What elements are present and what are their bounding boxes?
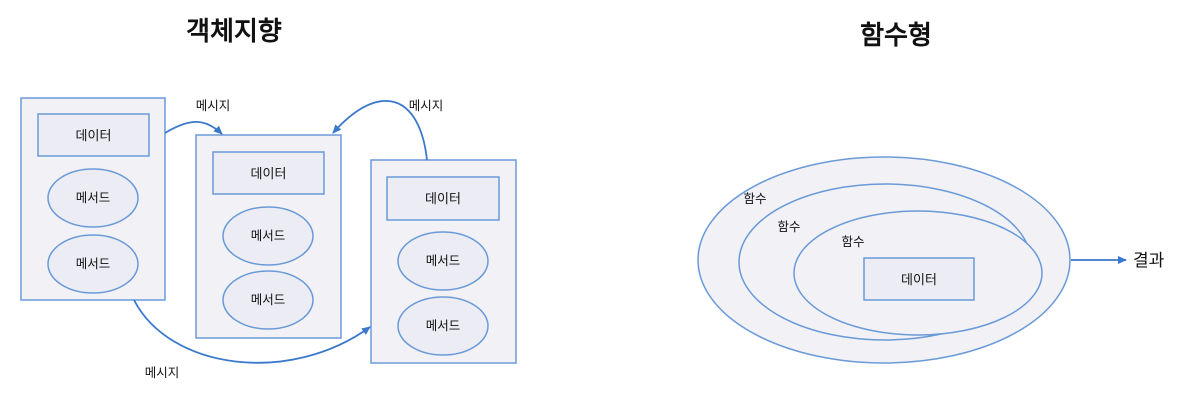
functional-title: 함수형 xyxy=(860,21,932,51)
object-box-1: 데이터 메서드 메서드 xyxy=(20,97,166,301)
message-label: 메시지 xyxy=(409,98,444,113)
message-label: 메시지 xyxy=(196,98,231,113)
function-label: 함수 xyxy=(777,219,800,234)
data-box xyxy=(386,176,500,221)
method-label: 메서드 xyxy=(426,253,461,268)
data-label: 데이터 xyxy=(251,167,287,182)
method-ellipse xyxy=(222,270,314,330)
method-label: 메서드 xyxy=(251,292,286,307)
method-ellipse xyxy=(222,206,314,266)
data-box xyxy=(863,257,975,301)
oop-title: 객체지향 xyxy=(186,17,282,47)
data-box xyxy=(212,151,325,195)
method-label: 메서드 xyxy=(76,190,111,205)
method-label: 메서드 xyxy=(251,228,286,243)
method-ellipse xyxy=(47,234,139,294)
data-box xyxy=(37,113,150,157)
data-label: 데이터 xyxy=(901,273,937,288)
method-label: 메서드 xyxy=(76,256,111,271)
message-label: 메시지 xyxy=(145,365,180,380)
result-label: 결과 xyxy=(1133,251,1165,271)
message-arrow xyxy=(133,299,371,364)
data-label: 데이터 xyxy=(425,192,461,207)
function-label: 함수 xyxy=(841,234,864,249)
object-box-3: 데이터 메서드 메서드 xyxy=(370,159,517,364)
function-rings xyxy=(697,156,1071,364)
message-arrow xyxy=(332,100,428,161)
message-arrow xyxy=(164,121,223,135)
data-label: 데이터 xyxy=(76,129,112,144)
method-label: 메서드 xyxy=(426,318,461,333)
method-ellipse xyxy=(397,231,489,291)
function-label: 함수 xyxy=(743,191,766,206)
method-ellipse xyxy=(47,168,139,228)
object-box-2: 데이터 메서드 메서드 xyxy=(195,134,342,339)
method-ellipse xyxy=(397,296,489,356)
